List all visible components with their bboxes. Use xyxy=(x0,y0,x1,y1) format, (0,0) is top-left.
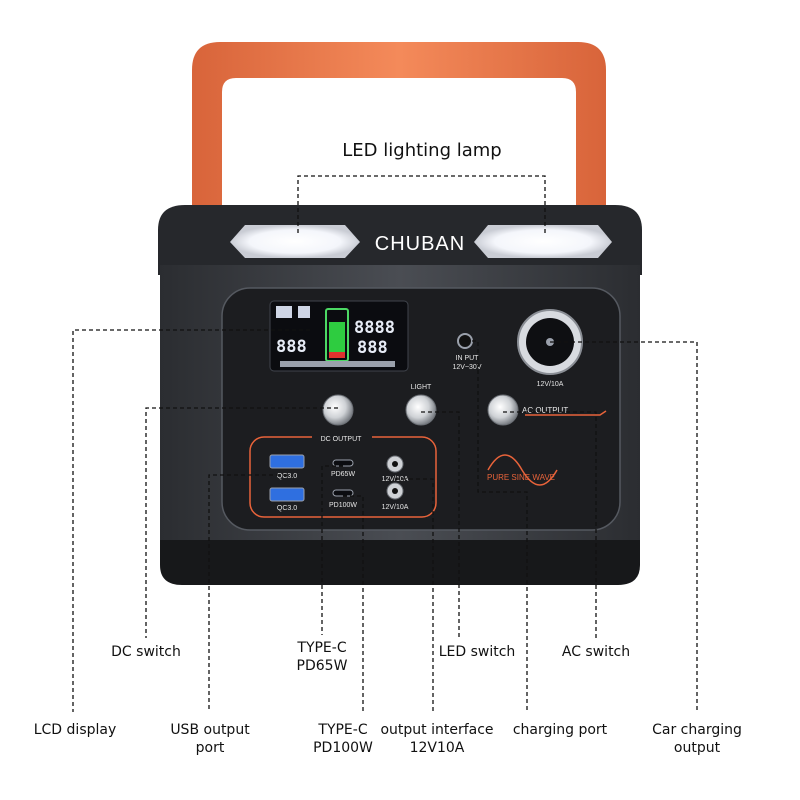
dc-port-1-hole xyxy=(392,461,398,467)
callout-usb-output-line1: USB output xyxy=(170,722,250,738)
leader-output-interface xyxy=(395,478,434,712)
lcd-icon-ac xyxy=(276,306,292,318)
carry-handle xyxy=(192,42,606,215)
lcd-digits-right: 888 xyxy=(357,338,388,358)
callout-typec-65-line2: PD65W xyxy=(296,658,348,674)
leader-typec-100 xyxy=(343,495,364,712)
callout-led-switch: LED switch xyxy=(438,644,516,660)
callout-car-charging-line2: output xyxy=(673,740,721,756)
led-lamp-right xyxy=(474,225,612,258)
led-lamp-left xyxy=(230,225,360,258)
lcd-status-strip xyxy=(280,361,395,367)
leader-led-lamp xyxy=(297,175,546,233)
brand-logo: CHUBAN xyxy=(375,233,465,255)
callout-car-charging-line1: Car charging xyxy=(652,722,742,738)
callout-charging-port: charging port xyxy=(512,722,608,738)
callout-car-charging: Car charging output xyxy=(642,721,752,757)
callout-typec-65: TYPE-C PD65W xyxy=(272,639,372,675)
typec-port-100w[interactable] xyxy=(332,489,354,497)
leader-lines xyxy=(72,175,698,712)
led-switch-button[interactable] xyxy=(405,394,437,426)
sine-wave-icon xyxy=(487,454,558,486)
callout-output-interface: output interface 12V10A xyxy=(374,721,500,757)
lcd-battery-fill xyxy=(329,322,345,358)
callout-typec-100-line1: TYPE-C xyxy=(318,722,368,738)
typec-port-65w-label: PD65W xyxy=(331,471,356,478)
leader-lcd xyxy=(72,329,310,712)
lcd-digits-left: 888 xyxy=(276,337,307,357)
typec-port-100w-label: PD100W xyxy=(329,502,357,509)
dc-switch-button[interactable] xyxy=(322,394,354,426)
car-port-label: 12V/10A xyxy=(537,381,564,388)
leader-led-switch xyxy=(421,411,460,638)
dc-port-2-hole xyxy=(392,488,398,494)
usb-port-2-label: QC3.0 xyxy=(277,505,297,512)
lcd-battery-low xyxy=(329,352,345,358)
callout-led-lamp: LED lighting lamp xyxy=(342,140,502,161)
input-port-label: IN PUT xyxy=(456,355,480,362)
device-base xyxy=(160,540,640,585)
callout-output-interface-line2: 12V10A xyxy=(409,740,465,756)
usb-port-2[interactable] xyxy=(269,487,305,502)
input-port-spec: 12V~30V xyxy=(453,364,482,371)
callout-usb-output-line2: port xyxy=(195,740,225,756)
sine-wave-label: PURE SINE WAVE xyxy=(487,473,555,482)
leader-typec-65 xyxy=(321,465,343,635)
callout-output-interface-line1: output interface xyxy=(380,722,494,738)
leader-ac-switch xyxy=(503,411,597,638)
leader-car-charging xyxy=(550,341,698,712)
light-button-label: LIGHT xyxy=(411,384,432,391)
dc-output-title: DC OUTPUT xyxy=(321,436,363,443)
usb-port-1[interactable] xyxy=(269,454,305,469)
callout-typec-65-line1: TYPE-C xyxy=(297,640,347,656)
leader-usb xyxy=(208,474,287,712)
callout-dc-switch: DC switch xyxy=(111,644,181,660)
leader-dc-switch xyxy=(145,407,338,638)
ac-output-label: AC OUTPUT xyxy=(522,406,568,415)
usb-port-1-label: QC3.0 xyxy=(277,473,297,480)
typec-port-65w[interactable] xyxy=(332,459,354,467)
callout-typec-100-line2: PD100W xyxy=(313,740,373,756)
leader-charging-port xyxy=(465,340,528,712)
lcd-digits-top: 8888 xyxy=(354,318,395,338)
callout-ac-switch: AC switch xyxy=(561,644,631,660)
lcd-icon-sun xyxy=(298,306,310,318)
callout-lcd-display: LCD display xyxy=(33,722,117,738)
callout-usb-output: USB output port xyxy=(155,721,265,757)
dc-port-2-label: 12V/10A xyxy=(382,504,409,511)
ac-output-underline xyxy=(525,410,607,416)
ac-switch-button[interactable] xyxy=(487,394,519,426)
dc-output-title-bg xyxy=(312,432,372,442)
callout-typec-100: TYPE-C PD100W xyxy=(293,721,393,757)
